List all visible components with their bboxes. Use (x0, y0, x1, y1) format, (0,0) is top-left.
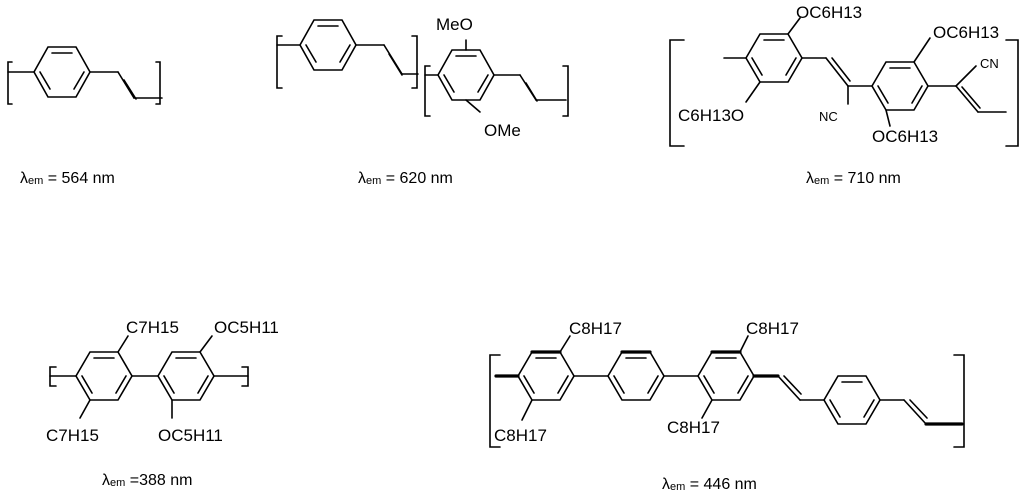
bracket-left-2 (424, 65, 431, 117)
substituent-nc: NC (819, 109, 838, 124)
bracket-left (276, 35, 283, 89)
bracket-left (7, 61, 13, 105)
bracket-right (411, 35, 418, 89)
benzene-ring (33, 46, 91, 98)
bracket-right (953, 354, 965, 448)
emission-label: λem = 446 nm (662, 476, 757, 492)
benzene-ring (299, 19, 357, 71)
bracket-left (669, 39, 685, 147)
substituent-c6h13o: C6H13O (678, 106, 744, 125)
benzene-ring-2 (871, 61, 929, 111)
benzene-ring-2 (437, 49, 495, 101)
substituent-oc5h11-bottom: OC5H11 (158, 426, 223, 445)
benzene-ring-2 (157, 351, 215, 401)
substituent-c8h17-1: C8H17 (569, 319, 622, 338)
bracket-right (155, 61, 161, 105)
structure-meo-ppv-copolymer (276, 19, 569, 117)
emission-label: λem = 620 nm (358, 170, 453, 187)
substituent-meo: MeO (436, 15, 473, 34)
substituent-oc6h13-top: OC6H13 (796, 3, 862, 22)
substituent-cn: CN (980, 56, 999, 71)
substituent-c7h15-top: C7H15 (126, 318, 179, 337)
bracket-left (489, 354, 501, 448)
bracket-right (1005, 39, 1019, 147)
emission-label: λem = 710 nm (806, 170, 901, 187)
substituent-c7h15-bottom: C7H15 (46, 426, 99, 445)
structure-ppv (7, 46, 163, 105)
structure-terphenyl-ppv (489, 335, 965, 448)
benzene-ring-3 (697, 350, 755, 401)
emission-label: λem = 564 nm (20, 170, 115, 187)
structure-alkyl-biphenyl (49, 335, 249, 419)
structure-cn-ppv (669, 17, 1019, 147)
substituent-c8h17-4: C8H17 (667, 418, 720, 437)
substituent-oc5h11-top: OC5H11 (214, 318, 279, 337)
benzene-ring (75, 351, 133, 401)
substituent-oc6h13-right: OC6H13 (933, 23, 999, 42)
benzene-ring-2 (607, 350, 665, 401)
bracket-right-2 (562, 65, 569, 117)
benzene-ring (517, 350, 575, 401)
benzene-ring-4 (823, 375, 881, 425)
emission-label: λem =388 nm (102, 472, 192, 489)
substituent-oc6h13-bottom: OC6H13 (872, 127, 938, 146)
substituent-c8h17-3: C8H17 (494, 426, 547, 445)
substituent-c8h17-2: C8H17 (746, 319, 799, 338)
substituent-ome: OMe (484, 121, 521, 140)
bracket-right (241, 366, 249, 387)
benzene-ring (745, 33, 803, 83)
